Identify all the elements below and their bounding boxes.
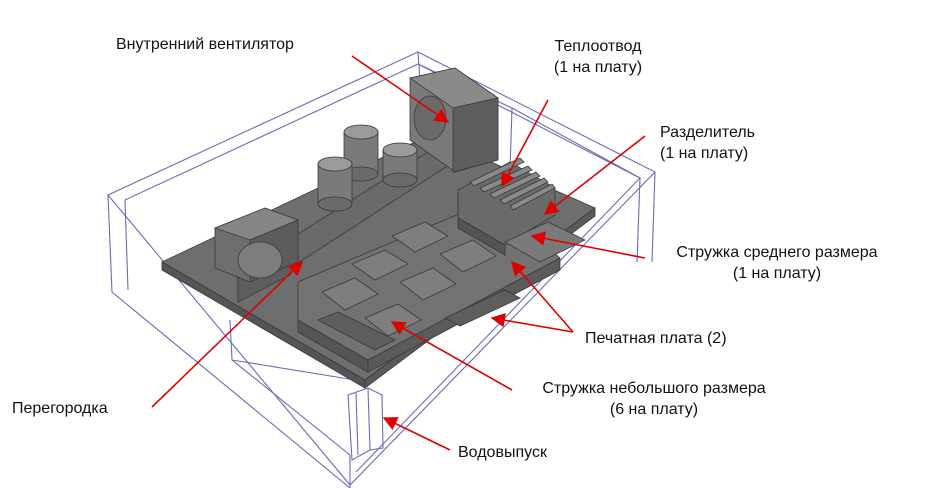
- components: [161, 67, 596, 389]
- label-small-chip-line2: (6 на плату): [609, 401, 699, 418]
- label-heatsink: Теплоотвод (1 на плату): [528, 36, 668, 78]
- label-internal-fan: Внутренний вентилятор: [116, 36, 294, 53]
- arrow-fan: [351, 55, 450, 123]
- leader-arrows: [151, 55, 646, 451]
- label-small-chip: Стружка небольшого размера (6 на плату): [518, 378, 790, 420]
- arrow-small-chip: [390, 321, 513, 391]
- arrow-outlet: [382, 417, 451, 451]
- enclosure-wireframe: [107, 51, 656, 488]
- label-divider-line1: Разделитель: [660, 124, 756, 141]
- label-divider: Разделитель (1 на плату): [660, 122, 755, 164]
- label-medium-chip-line1: Стружка среднего размера: [676, 244, 878, 261]
- arrow-heatsink: [501, 99, 549, 188]
- arrow-medium-chip: [530, 231, 646, 259]
- label-water-outlet: Водовыпуск: [458, 444, 547, 461]
- arrow-divider: [543, 135, 646, 215]
- label-pcb: Печатная плата (2): [585, 330, 727, 347]
- label-partition: Перегородка: [12, 400, 108, 417]
- label-small-chip-line1: Стружка небольшого размера: [542, 380, 766, 397]
- label-heatsink-line1: Теплоотвод: [554, 38, 642, 55]
- label-heatsink-line2: (1 на плату): [553, 59, 643, 76]
- arrow-pcb-a: [511, 260, 574, 333]
- label-divider-line2: (1 на плату): [660, 145, 749, 162]
- label-medium-chip-line2: (1 на плату): [732, 265, 822, 282]
- small-chips: [321, 221, 497, 337]
- arrow-pcb-b: [490, 313, 574, 333]
- label-medium-chip: Стружка среднего размера (1 на плату): [650, 242, 904, 284]
- capacitors: [317, 124, 418, 212]
- arrow-partition: [151, 260, 304, 408]
